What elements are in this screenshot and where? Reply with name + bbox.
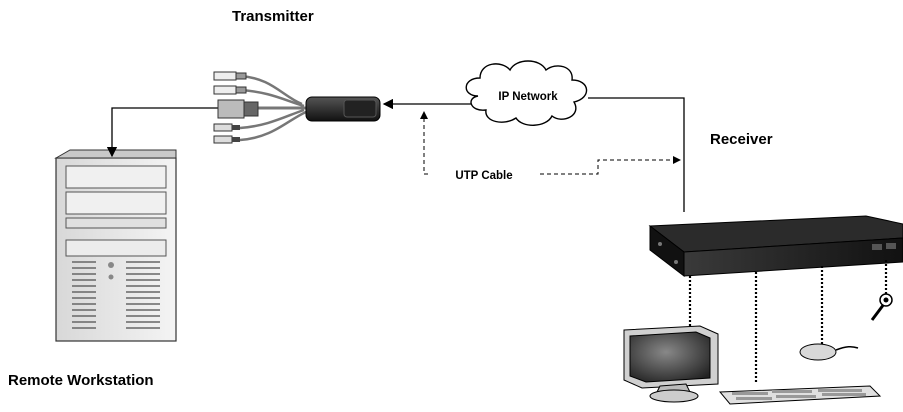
mouse-icon: [799, 343, 859, 361]
connector-network-to-receiver: [588, 97, 685, 212]
utp-cable-dashed-left: [420, 111, 428, 175]
utp-cable-dashed-right: [540, 156, 681, 175]
transmitter-label: Transmitter: [232, 8, 314, 25]
tower-pc-icon: [54, 149, 177, 342]
utp-cable-label: UTP Cable: [455, 170, 512, 182]
monitor-icon: [623, 325, 719, 403]
connector-to-workstation: [106, 107, 218, 158]
remote-workstation-label: Remote Workstation: [8, 372, 154, 389]
receiver-label: Receiver: [710, 131, 773, 148]
receiver-unit-icon: [648, 215, 903, 278]
ip-network-cloud-icon: IP Network: [465, 60, 588, 126]
transmitter-dongle-icon: [305, 96, 381, 122]
ip-network-label: IP Network: [498, 91, 558, 103]
keyboard-icon: [718, 385, 882, 405]
microphone-icon: [870, 293, 893, 321]
transmitter-cables-icon: [213, 71, 307, 144]
